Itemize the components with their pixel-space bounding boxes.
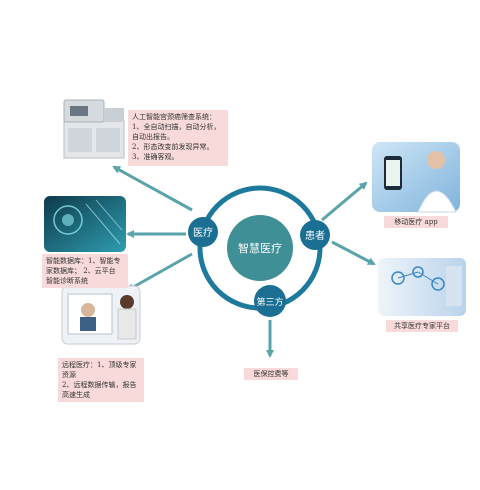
- ai-screening-box: 人工智能宫颈癌筛查系统： 1、全自动扫描，自动分析， 自动出报告。 2、形态改变…: [128, 110, 228, 166]
- telemed-box: 远程医疗：1、顶级专家 资源 2、远程数据传输，报告 高速生成: [58, 358, 144, 402]
- expert-platform-tag: 共享医疗专家平台: [386, 320, 458, 332]
- smart-db-line-2: 家数据库； 2、云平台: [46, 267, 116, 275]
- smart-db-line-1: 智能数据库：1、智能专: [46, 257, 121, 265]
- ai-screening-line-2: 1、全自动扫描，自动分析，: [132, 123, 221, 131]
- arrows: [112, 165, 376, 358]
- telemedicine-image: [61, 285, 141, 345]
- screening-machine-image: [63, 99, 125, 159]
- insurance-tag: 医保控费等: [244, 368, 298, 380]
- smart-db-box: 智能数据库：1、智能专 家数据库； 2、云平台 智能诊断系统: [42, 254, 128, 288]
- expert-platform-image: [378, 258, 466, 316]
- mobile-app-tag: 移动医疗 app: [384, 216, 448, 228]
- ai-screening-line-5: 3、准确客观。: [132, 153, 179, 161]
- smart-db-line-3: 智能诊断系统: [46, 277, 88, 285]
- ai-screening-line-4: 2、形态改变前发现异常。: [132, 143, 214, 151]
- telemed-line-1: 远程医疗：1、顶级专家: [62, 361, 137, 369]
- node-medical-label: 医疗: [193, 226, 213, 239]
- arrow-to-expert-platform: [331, 240, 376, 266]
- center-circle: [227, 215, 293, 281]
- arrow-to-mobile-app: [321, 181, 368, 222]
- ai-screening-line-1: 人工智能宫颈癌筛查系统：: [132, 113, 216, 121]
- node-patient-label: 患者: [305, 230, 325, 242]
- telemed-line-2: 资源: [62, 371, 76, 379]
- center-label: 智慧医疗: [238, 241, 282, 255]
- telemed-line-3: 2、远程数据传输，报告: [62, 381, 137, 389]
- node-third-party[interactable]: [254, 285, 286, 317]
- arrow-to-ai-system: [112, 165, 193, 212]
- ai-screening-line-3: 自动出报告。: [132, 133, 174, 141]
- smart-database-image: [44, 196, 126, 252]
- node-third-party-label: 第三方: [256, 296, 283, 308]
- mobile-app-image: [372, 142, 460, 213]
- node-medical[interactable]: [188, 217, 218, 247]
- arrow-to-telemed: [126, 252, 193, 292]
- node-patient[interactable]: [300, 220, 330, 250]
- telemed-line-4: 高速生成: [62, 391, 90, 399]
